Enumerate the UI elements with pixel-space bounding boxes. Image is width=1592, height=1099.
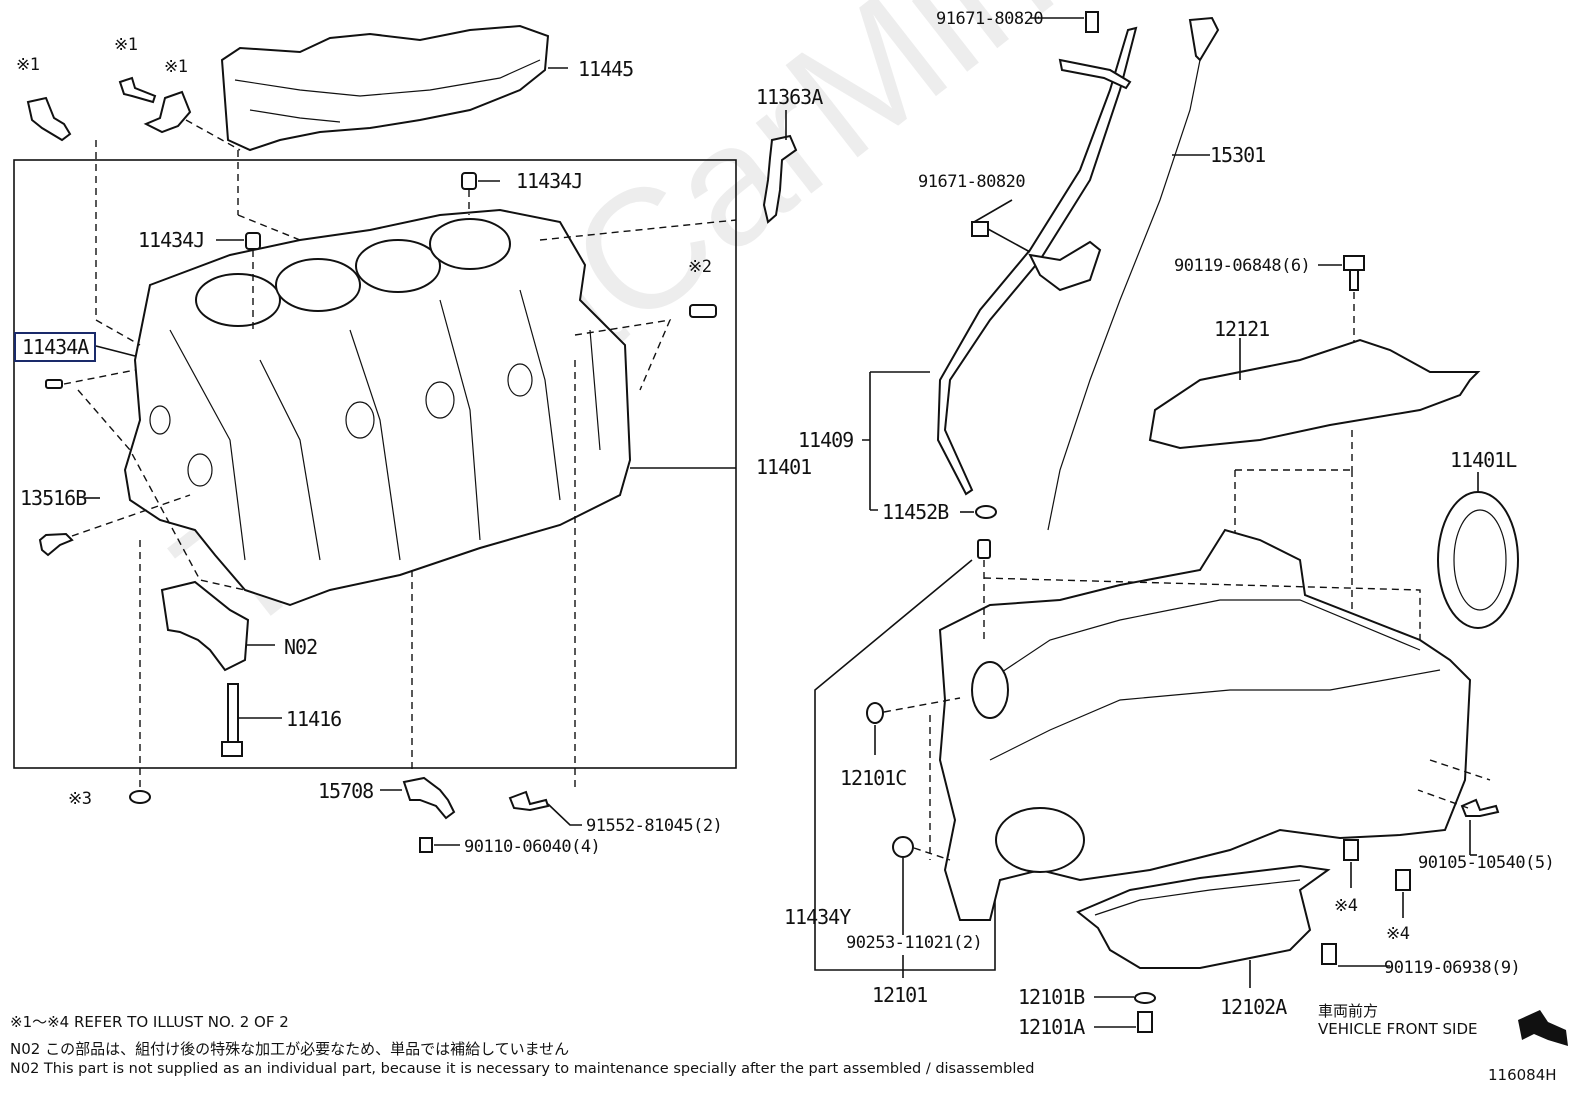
timing-cover-shape — [220, 24, 550, 152]
ref-mark-4a: ※4 — [1334, 896, 1358, 916]
label-11452B[interactable]: 11452B — [882, 500, 949, 524]
label-11401L[interactable]: 11401L — [1450, 448, 1517, 472]
label-91671-80820-top[interactable]: 91671-80820 — [936, 9, 1044, 29]
label-90119-06938[interactable]: 90119-06938(9) — [1384, 958, 1521, 978]
label-15301[interactable]: 15301 — [1210, 143, 1266, 167]
note-n02-jp: N02 この部品は、組付け後の特殊な加工が必要なため、単品では補給していません — [10, 1040, 570, 1058]
ref-mark-4b: ※4 — [1386, 924, 1410, 944]
ref-mark-3: ※3 — [68, 789, 92, 809]
label-11363A[interactable]: 11363A — [756, 85, 823, 109]
label-11445[interactable]: 11445 — [578, 57, 634, 81]
illustration-id: 116084H — [1488, 1066, 1557, 1084]
ref-mark-1c: ※1 — [164, 57, 188, 77]
label-11409[interactable]: 11409 — [798, 428, 854, 452]
note-n02-en: N02 This part is not supplied as an indi… — [10, 1061, 1035, 1077]
label-90119-06848[interactable]: 90119-06848(6) — [1174, 256, 1311, 276]
label-11434J-top[interactable]: 11434J — [516, 169, 583, 193]
label-12101A[interactable]: 12101A — [1018, 1015, 1085, 1039]
label-12121[interactable]: 12121 — [1214, 317, 1270, 341]
note-reference: ※1～※4 REFER TO ILLUST NO. 2 OF 2 — [10, 1013, 289, 1031]
label-91671-80820-mid[interactable]: 91671-80820 — [918, 172, 1026, 192]
ref-mark-1b: ※1 — [114, 35, 138, 55]
label-11434A[interactable]: 11434A — [14, 332, 97, 362]
label-12101[interactable]: 12101 — [872, 983, 928, 1007]
label-12101B[interactable]: 12101B — [1018, 985, 1085, 1009]
label-11434Y[interactable]: 11434Y — [784, 905, 851, 929]
label-90110-06040[interactable]: 90110-06040(4) — [464, 837, 601, 857]
label-11416[interactable]: 11416 — [286, 707, 342, 731]
label-11434J-left[interactable]: 11434J — [138, 228, 205, 252]
ref-mark-1a: ※1 — [16, 55, 40, 75]
label-13516B[interactable]: 13516B — [20, 486, 87, 510]
label-12101C[interactable]: 12101C — [840, 766, 907, 790]
ref-mark-2: ※2 — [688, 257, 712, 277]
label-15708[interactable]: 15708 — [318, 779, 374, 803]
vehicle-front-arrow — [1518, 1010, 1568, 1046]
label-11401[interactable]: 11401 — [756, 455, 812, 479]
block-frame — [13, 159, 737, 769]
label-12102A[interactable]: 12102A — [1220, 995, 1287, 1019]
oil-pan-lower-shape — [1076, 864, 1331, 969]
label-90105-10540[interactable]: 90105-10540(5) — [1418, 853, 1555, 873]
vehicle-front-jp: 車両前方 — [1318, 1002, 1379, 1020]
label-91552-81045[interactable]: 91552-81045(2) — [586, 816, 723, 836]
vehicle-front-en: VEHICLE FRONT SIDE — [1318, 1020, 1478, 1038]
label-90253-11021[interactable]: 90253-11021(2) — [846, 933, 983, 953]
label-N02[interactable]: N02 — [284, 635, 318, 659]
